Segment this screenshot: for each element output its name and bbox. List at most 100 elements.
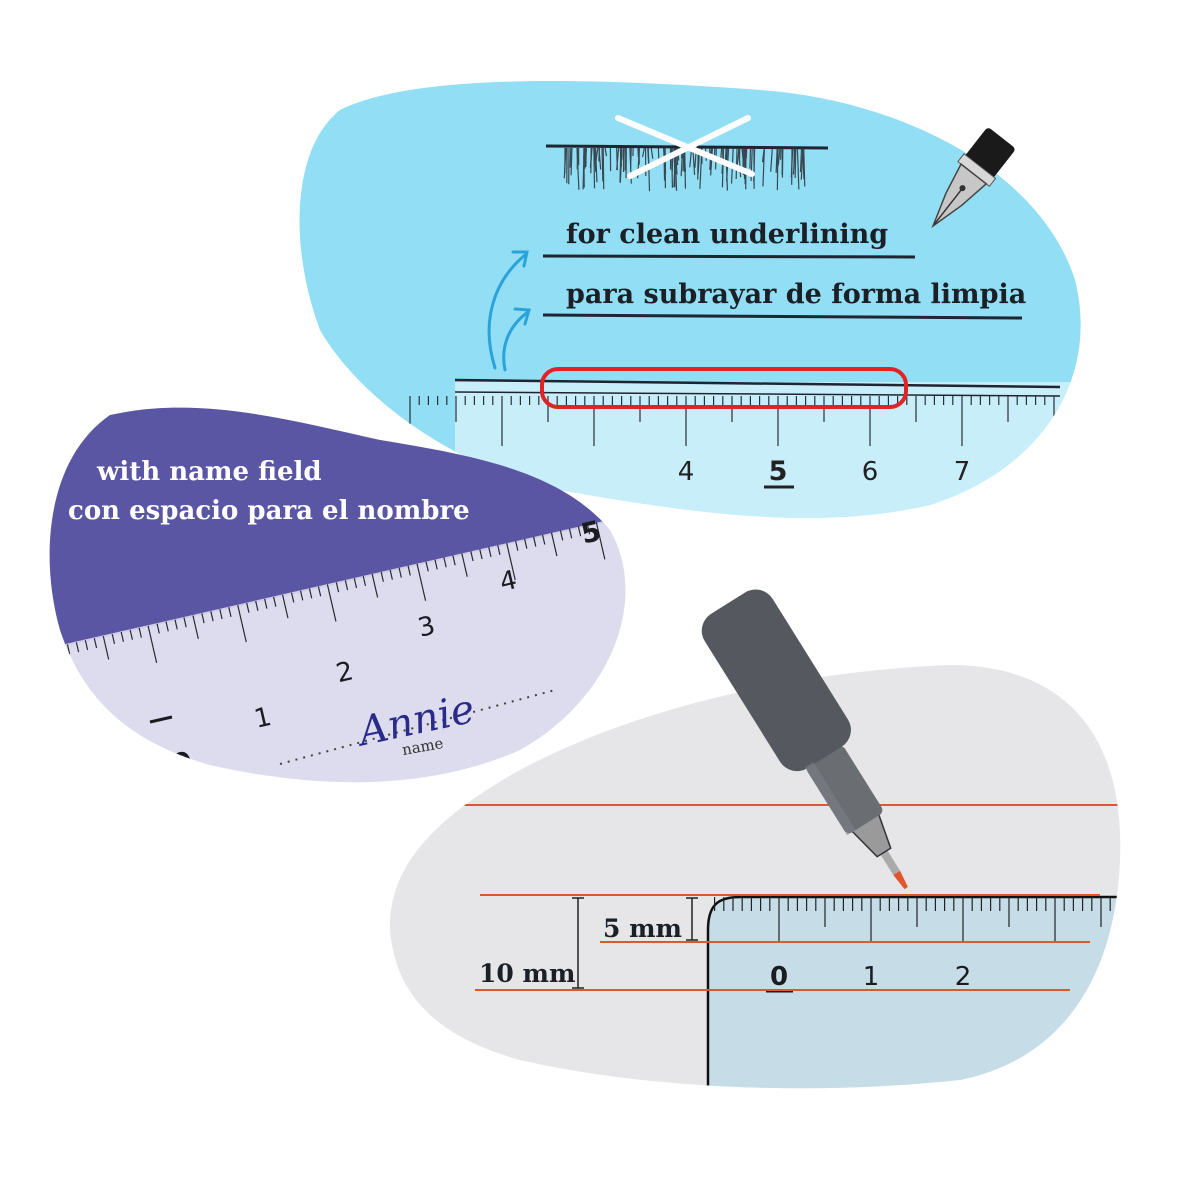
ink-smudge-stroke: [641, 147, 645, 158]
curved-arrow-icon: [487, 250, 531, 372]
ink-smudge-stroke: [775, 147, 778, 173]
ruler-tick: [568, 528, 573, 539]
ink-smudge-stroke: [583, 147, 587, 164]
ruler-tick: [147, 625, 158, 663]
ruler-tick: [192, 615, 199, 639]
ruler-tick: [237, 604, 247, 643]
ruler-tick: [210, 611, 214, 622]
ruler-tick: [434, 559, 438, 570]
left-ruler-number: 2: [333, 656, 356, 689]
ruler-tick: [425, 561, 429, 572]
ruler-tick: [41, 651, 43, 661]
ruler-tick: [246, 602, 250, 613]
ruler-tick: [299, 590, 304, 601]
ink-smudge-stroke: [593, 147, 596, 189]
ink-smudge-stroke: [776, 147, 779, 169]
ruler-tick: [308, 588, 313, 599]
bottom-ruler-number: 0: [770, 962, 788, 992]
ink-smudge-stroke: [777, 147, 781, 166]
ink-smudge-stroke: [794, 147, 797, 178]
ink-smudge-stroke: [589, 147, 593, 168]
ink-smudge-stroke: [598, 147, 601, 162]
ruler-tick: [407, 565, 411, 576]
ruler-tick: [317, 586, 322, 597]
top-ruler-number: 6: [862, 457, 879, 487]
cross-mark-icon: [615, 115, 755, 179]
ink-smudge-stroke: [616, 147, 620, 171]
ruler-tick: [228, 607, 232, 618]
ruler-tick: [353, 578, 358, 589]
ruler-tick: [273, 596, 277, 607]
ruler-tick: [398, 567, 402, 578]
ruler-tick: [156, 623, 160, 634]
ruler-tick: [577, 526, 582, 537]
ruler-tick: [443, 557, 447, 568]
ink-smudge-stroke: [601, 147, 604, 182]
label-5mm: 5 mm: [603, 914, 682, 943]
fineliner-pen-icon: [701, 589, 908, 890]
ruler-tick: [93, 638, 98, 649]
ruler-tick: [524, 538, 528, 549]
bottom-ruler-ticks: [713, 897, 1121, 943]
ruler-tick: [5, 659, 7, 669]
ruler-tick: [326, 584, 337, 622]
ruler-tick: [201, 613, 205, 624]
ruler-tick: [264, 598, 268, 609]
ink-smudge-stroke: [569, 147, 572, 168]
ink-smudge-stroke: [563, 147, 567, 179]
ruler-tick: [165, 621, 169, 632]
name-field-caption-en: with name field: [96, 457, 322, 487]
ruler-edge-highlight: [540, 367, 908, 409]
ruler-tick: [586, 524, 591, 535]
ink-smudge-stroke: [763, 147, 765, 163]
top-ruler-edge-inner: [454, 391, 1061, 397]
ink-smudge-stroke: [736, 147, 740, 168]
ruler-tick: [362, 576, 367, 587]
label-10mm: 10 mm: [479, 959, 575, 988]
left-ruler-zero-underline: [149, 715, 173, 724]
underlining-caption-es: para subrayar de forma limpia: [566, 279, 1026, 310]
left-ruler-number: 1: [251, 702, 274, 735]
top-ruler-number: 7: [954, 457, 971, 487]
ruler-tick: [111, 633, 116, 644]
top-ruler-number: 4: [678, 457, 695, 487]
ruler-tick: [389, 569, 393, 580]
ink-smudge-stroke: [799, 147, 803, 173]
underline-example-1: [542, 254, 916, 259]
ink-smudge-stroke: [792, 147, 796, 175]
ruler-tick: [506, 542, 516, 581]
ruler-tick: [129, 629, 134, 640]
top-ruler-number: 5: [769, 456, 788, 487]
underline-example-2: [542, 313, 1023, 320]
ink-smudge-stroke: [604, 147, 608, 157]
ink-smudge-stroke: [594, 147, 597, 171]
left-ruler-number: 4: [497, 565, 520, 598]
fountain-pen-icon: [931, 128, 1015, 229]
ruler-tick: [75, 642, 80, 653]
ruler-tick: [550, 532, 558, 557]
ruler-body: [706, 895, 1121, 1089]
bottom-ruler-number: 1: [863, 962, 880, 992]
ruler-tick: [461, 553, 468, 577]
ruler-tick: [344, 580, 349, 591]
name-field-caption-es: con espacio para el nombre: [68, 496, 470, 526]
ruler-tick: [452, 555, 456, 566]
ruler-tick: [32, 653, 34, 663]
ruler-tick: [255, 600, 259, 611]
ruler-tick: [595, 522, 606, 560]
ink-smudge-stroke: [629, 147, 632, 169]
ink-smudge-stroke: [622, 147, 625, 161]
ruler-tick: [49, 648, 53, 659]
ruler-tick: [416, 563, 427, 601]
ruler-tick: [488, 547, 492, 558]
ruler-tick: [102, 636, 110, 660]
ruler-tick: [23, 655, 25, 665]
left-ruler-number: 3: [415, 611, 438, 644]
ruler-tick: [532, 536, 537, 547]
ruler-tick: [183, 617, 187, 628]
dimension-marker-10mm: [572, 897, 584, 989]
ink-smudge-stroke: [803, 147, 806, 187]
dimension-marker-5mm: [686, 897, 698, 941]
ruler-tick: [120, 631, 125, 642]
